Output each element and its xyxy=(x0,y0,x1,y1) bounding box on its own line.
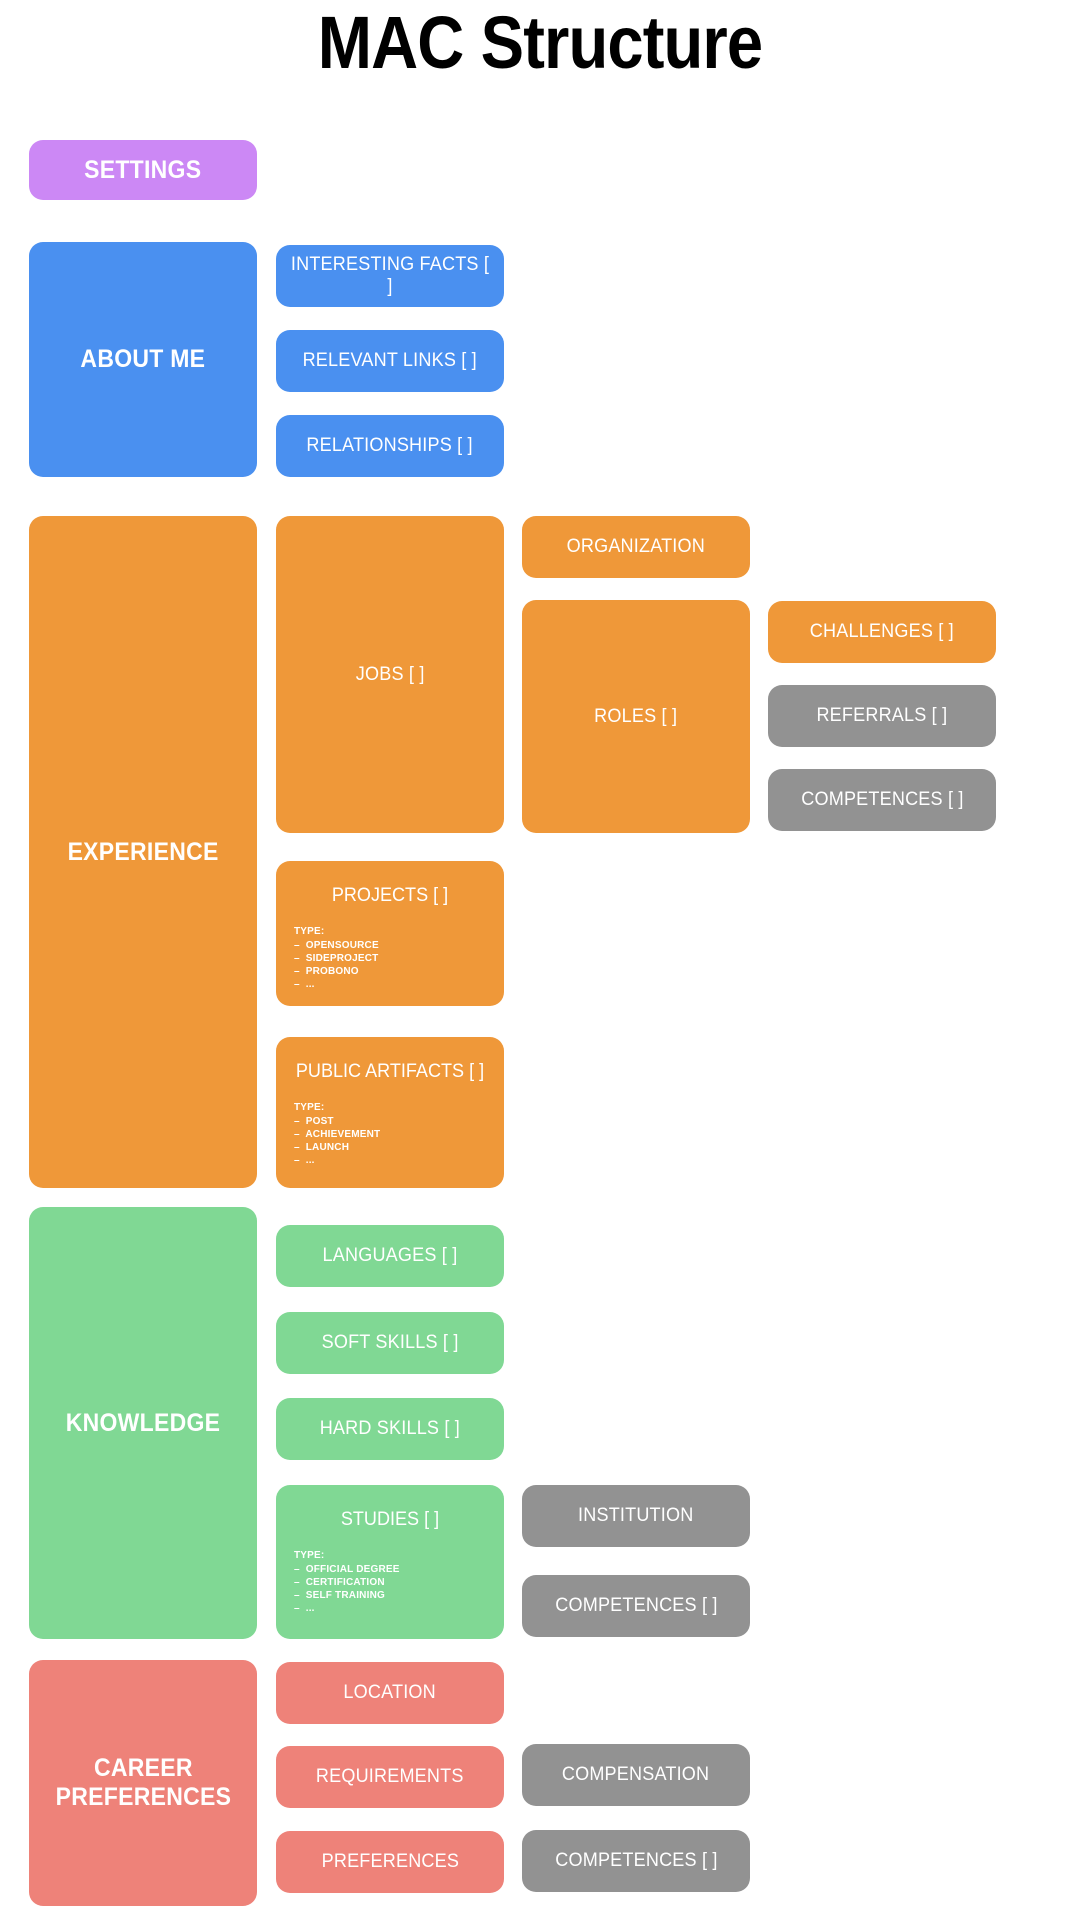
section-label-experience: EXPERIENCE xyxy=(67,837,219,866)
child-card-public-artifacts[interactable]: PUBLIC ARTIFACTS [ ] TYPE: – POST – ACHI… xyxy=(276,1037,504,1188)
child-card-compensation[interactable]: COMPENSATION xyxy=(522,1744,750,1806)
child-card-soft-skills[interactable]: SOFT SKILLS [ ] xyxy=(276,1312,504,1374)
projects-type-item: – SIDEPROJECT xyxy=(294,953,379,964)
section-label-knowledge: KNOWLEDGE xyxy=(65,1408,221,1437)
child-label-soft-skills: SOFT SKILLS [ ] xyxy=(321,1332,459,1354)
studies-type-list: TYPE: – OFFICIAL DEGREE – CERTIFICATION … xyxy=(276,1549,400,1615)
section-label-career-preferences: CAREER PREFERENCES xyxy=(55,1754,231,1811)
child-label-referrals: REFERRALS [ ] xyxy=(816,705,948,727)
child-label-competences-career: COMPETENCES [ ] xyxy=(554,1850,718,1872)
child-label-studies: STUDIES [ ] xyxy=(340,1509,440,1530)
child-card-interesting-facts[interactable]: INTERESTING FACTS [ ] xyxy=(276,245,504,307)
child-label-preferences: PREFERENCES xyxy=(321,1851,459,1873)
public-artifacts-type-item: – POST xyxy=(294,1116,334,1127)
public-artifacts-type-item: – ACHIEVEMENT xyxy=(294,1129,381,1140)
child-label-competences-experience: COMPETENCES [ ] xyxy=(800,789,964,811)
child-card-jobs[interactable]: JOBS [ ] xyxy=(276,516,504,833)
child-card-roles[interactable]: ROLES [ ] xyxy=(522,600,750,833)
child-card-competences-experience[interactable]: COMPETENCES [ ] xyxy=(768,769,996,831)
child-card-preferences[interactable]: PREFERENCES xyxy=(276,1831,504,1893)
projects-type-list: TYPE: – OPENSOURCE – SIDEPROJECT – PROBO… xyxy=(276,925,379,991)
child-card-projects[interactable]: PROJECTS [ ] TYPE: – OPENSOURCE – SIDEPR… xyxy=(276,861,504,1006)
child-card-competences-career[interactable]: COMPETENCES [ ] xyxy=(522,1830,750,1892)
child-card-studies[interactable]: STUDIES [ ] TYPE: – OFFICIAL DEGREE – CE… xyxy=(276,1485,504,1639)
child-card-languages[interactable]: LANGUAGES [ ] xyxy=(276,1225,504,1287)
page-title: MAC Structure xyxy=(317,1,763,84)
child-card-hard-skills[interactable]: HARD SKILLS [ ] xyxy=(276,1398,504,1460)
section-card-experience[interactable]: EXPERIENCE xyxy=(29,516,257,1188)
child-card-competences-knowledge[interactable]: COMPETENCES [ ] xyxy=(522,1575,750,1637)
child-label-competences-knowledge: COMPETENCES [ ] xyxy=(554,1595,718,1617)
child-label-roles: ROLES [ ] xyxy=(594,705,678,727)
child-label-jobs: JOBS [ ] xyxy=(355,663,425,685)
studies-type-item: – OFFICIAL DEGREE xyxy=(294,1564,400,1575)
child-label-institution: INSTITUTION xyxy=(578,1505,694,1527)
child-card-referrals[interactable]: REFERRALS [ ] xyxy=(768,685,996,747)
child-label-relevant-links: RELEVANT LINKS [ ] xyxy=(302,350,478,372)
projects-type-heading: TYPE: xyxy=(294,926,325,937)
section-card-knowledge[interactable]: KNOWLEDGE xyxy=(29,1207,257,1639)
child-label-challenges: CHALLENGES [ ] xyxy=(809,621,955,643)
child-label-location: LOCATION xyxy=(343,1682,437,1704)
public-artifacts-type-heading: TYPE: xyxy=(294,1102,325,1113)
child-card-relationships[interactable]: RELATIONSHIPS [ ] xyxy=(276,415,504,477)
child-label-projects: PROJECTS [ ] xyxy=(331,885,449,906)
child-label-compensation: COMPENSATION xyxy=(562,1764,710,1786)
section-card-about-me[interactable]: ABOUT ME xyxy=(29,242,257,477)
studies-type-item: – ... xyxy=(294,1603,315,1614)
section-label-about-me: ABOUT ME xyxy=(80,345,206,374)
projects-type-item: – OPENSOURCE xyxy=(294,940,379,951)
child-card-location[interactable]: LOCATION xyxy=(276,1662,504,1724)
child-card-relevant-links[interactable]: RELEVANT LINKS [ ] xyxy=(276,330,504,392)
child-label-interesting-facts: INTERESTING FACTS [ ] xyxy=(290,254,490,297)
child-label-languages: LANGUAGES [ ] xyxy=(322,1245,458,1267)
child-label-requirements: REQUIREMENTS xyxy=(316,1766,464,1788)
studies-type-item: – SELF TRAINING xyxy=(294,1590,385,1601)
projects-type-item: – PROBONO xyxy=(294,966,359,977)
public-artifacts-type-item: – LAUNCH xyxy=(294,1142,350,1153)
projects-type-item: – ... xyxy=(294,979,315,990)
section-card-career-preferences[interactable]: CAREER PREFERENCES xyxy=(29,1660,257,1906)
child-card-challenges[interactable]: CHALLENGES [ ] xyxy=(768,601,996,663)
child-label-hard-skills: HARD SKILLS [ ] xyxy=(319,1418,461,1440)
child-card-organization[interactable]: ORGANIZATION xyxy=(522,516,750,578)
child-card-requirements[interactable]: REQUIREMENTS xyxy=(276,1746,504,1808)
child-label-organization: ORGANIZATION xyxy=(566,536,706,558)
public-artifacts-type-list: TYPE: – POST – ACHIEVEMENT – LAUNCH – ..… xyxy=(276,1101,380,1167)
section-label-settings: SETTINGS xyxy=(84,155,202,184)
child-label-public-artifacts: PUBLIC ARTIFACTS [ ] xyxy=(295,1061,485,1082)
child-card-institution[interactable]: INSTITUTION xyxy=(522,1485,750,1547)
public-artifacts-type-item: – ... xyxy=(294,1155,315,1166)
studies-type-item: – CERTIFICATION xyxy=(294,1577,385,1588)
studies-type-heading: TYPE: xyxy=(294,1550,325,1561)
section-card-settings[interactable]: SETTINGS xyxy=(29,140,257,200)
child-label-relationships: RELATIONSHIPS [ ] xyxy=(306,435,474,457)
